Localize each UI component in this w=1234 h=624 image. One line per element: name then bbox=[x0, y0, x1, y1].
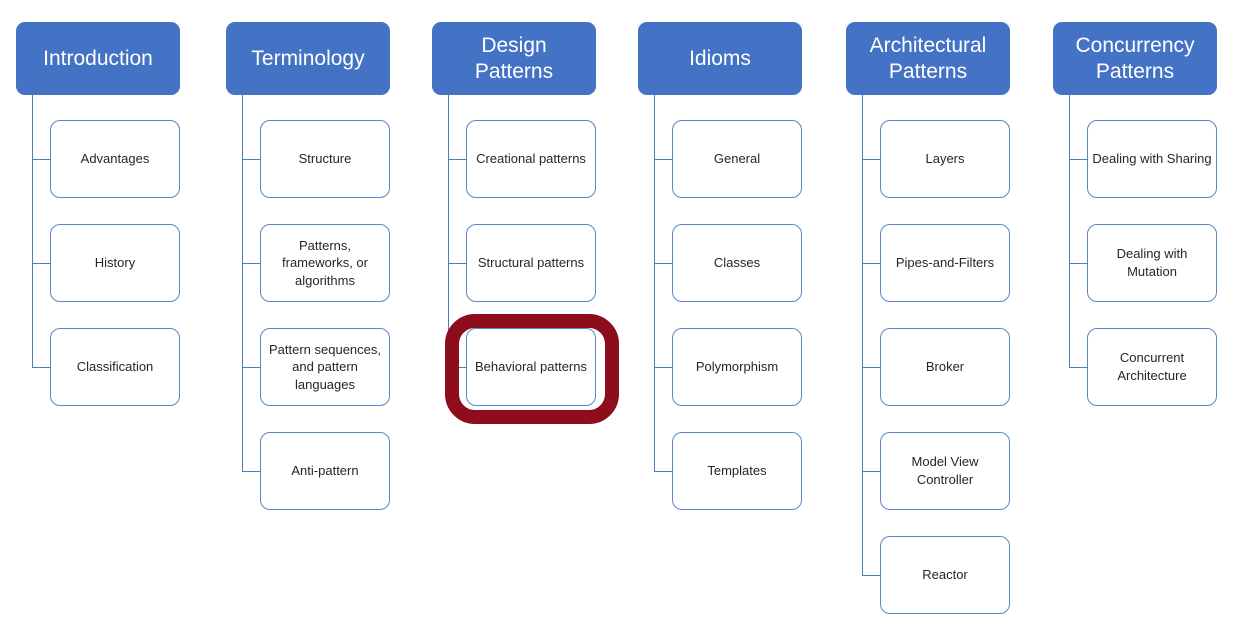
node-pattern-sequences-languages[interactable]: Pattern sequences, and pattern languages bbox=[242, 328, 390, 406]
node-label: Behavioral patterns bbox=[474, 359, 587, 375]
column-architectural-patterns: Architectural Patterns Layers Pipes-and-… bbox=[846, 22, 1010, 614]
column-concurrency-patterns: Concurrency Patterns Dealing with Sharin… bbox=[1053, 22, 1217, 406]
node-creational-patterns[interactable]: Creational patterns bbox=[448, 120, 596, 198]
connector-line bbox=[654, 95, 655, 471]
node-structure[interactable]: Structure bbox=[242, 120, 390, 198]
node-classification[interactable]: Classification bbox=[32, 328, 180, 406]
node-label: Anti-pattern bbox=[291, 463, 359, 479]
node-broker[interactable]: Broker bbox=[862, 328, 1010, 406]
node-general[interactable]: General bbox=[654, 120, 802, 198]
connector-line bbox=[448, 95, 449, 367]
header-concurrency-patterns[interactable]: Concurrency Patterns bbox=[1053, 22, 1217, 95]
node-label: Pattern sequences, and pattern languages bbox=[268, 341, 382, 392]
node-classes[interactable]: Classes bbox=[654, 224, 802, 302]
node-label: Classification bbox=[76, 359, 154, 375]
column-design-patterns: Design Patterns Creational patterns Stru… bbox=[432, 22, 619, 424]
node-structural-patterns[interactable]: Structural patterns bbox=[448, 224, 596, 302]
node-label: Structure bbox=[298, 151, 352, 167]
header-terminology[interactable]: Terminology bbox=[226, 22, 390, 95]
header-idioms[interactable]: Idioms bbox=[638, 22, 802, 95]
node-label: Structural patterns bbox=[477, 255, 585, 271]
node-reactor[interactable]: Reactor bbox=[862, 536, 1010, 614]
node-anti-pattern[interactable]: Anti-pattern bbox=[242, 432, 390, 510]
node-dealing-with-mutation[interactable]: Dealing with Mutation bbox=[1069, 224, 1217, 302]
connector-line bbox=[1069, 95, 1070, 367]
node-history[interactable]: History bbox=[32, 224, 180, 302]
node-dealing-with-sharing[interactable]: Dealing with Sharing bbox=[1069, 120, 1217, 198]
node-label: History bbox=[94, 255, 136, 271]
node-label: Pipes-and-Filters bbox=[895, 255, 995, 271]
node-model-view-controller[interactable]: Model View Controller bbox=[862, 432, 1010, 510]
node-pipes-and-filters[interactable]: Pipes-and-Filters bbox=[862, 224, 1010, 302]
node-label: Layers bbox=[925, 151, 965, 167]
node-label: Patterns, frameworks, or algorithms bbox=[282, 237, 368, 288]
node-label: Model View Controller bbox=[911, 454, 979, 487]
node-label: Broker bbox=[925, 359, 965, 375]
connector-line bbox=[862, 95, 863, 575]
header-introduction[interactable]: Introduction bbox=[16, 22, 180, 95]
node-layers[interactable]: Layers bbox=[862, 120, 1010, 198]
header-design-patterns[interactable]: Design Patterns bbox=[432, 22, 596, 95]
node-label: Dealing with Mutation bbox=[1116, 246, 1188, 279]
node-label: Advantages bbox=[80, 151, 150, 167]
column-idioms: Idioms General Classes Polymorphism Temp… bbox=[638, 22, 802, 510]
connector-line bbox=[32, 95, 33, 367]
connector-line bbox=[242, 95, 243, 471]
node-label: Dealing with Sharing bbox=[1092, 151, 1212, 167]
node-templates[interactable]: Templates bbox=[654, 432, 802, 510]
header-architectural-patterns[interactable]: Architectural Patterns bbox=[846, 22, 1010, 95]
node-label: Reactor bbox=[922, 567, 968, 583]
node-label: Creational patterns bbox=[476, 151, 586, 167]
node-concurrent-architecture[interactable]: Concurrent Architecture bbox=[1069, 328, 1217, 406]
node-label: Concurrent Architecture bbox=[1117, 350, 1187, 383]
node-behavioral-patterns[interactable]: Behavioral patterns bbox=[445, 314, 619, 424]
node-label: General bbox=[713, 151, 761, 167]
node-patterns-frameworks-algorithms[interactable]: Patterns, frameworks, or algorithms bbox=[242, 224, 390, 302]
column-introduction: Introduction Advantages History Classifi… bbox=[16, 22, 180, 406]
node-advantages[interactable]: Advantages bbox=[32, 120, 180, 198]
node-polymorphism[interactable]: Polymorphism bbox=[654, 328, 802, 406]
node-label: Polymorphism bbox=[695, 359, 779, 375]
column-terminology: Terminology Structure Patterns, framewor… bbox=[226, 22, 390, 510]
node-label: Templates bbox=[707, 463, 767, 479]
node-label: Classes bbox=[713, 255, 761, 271]
